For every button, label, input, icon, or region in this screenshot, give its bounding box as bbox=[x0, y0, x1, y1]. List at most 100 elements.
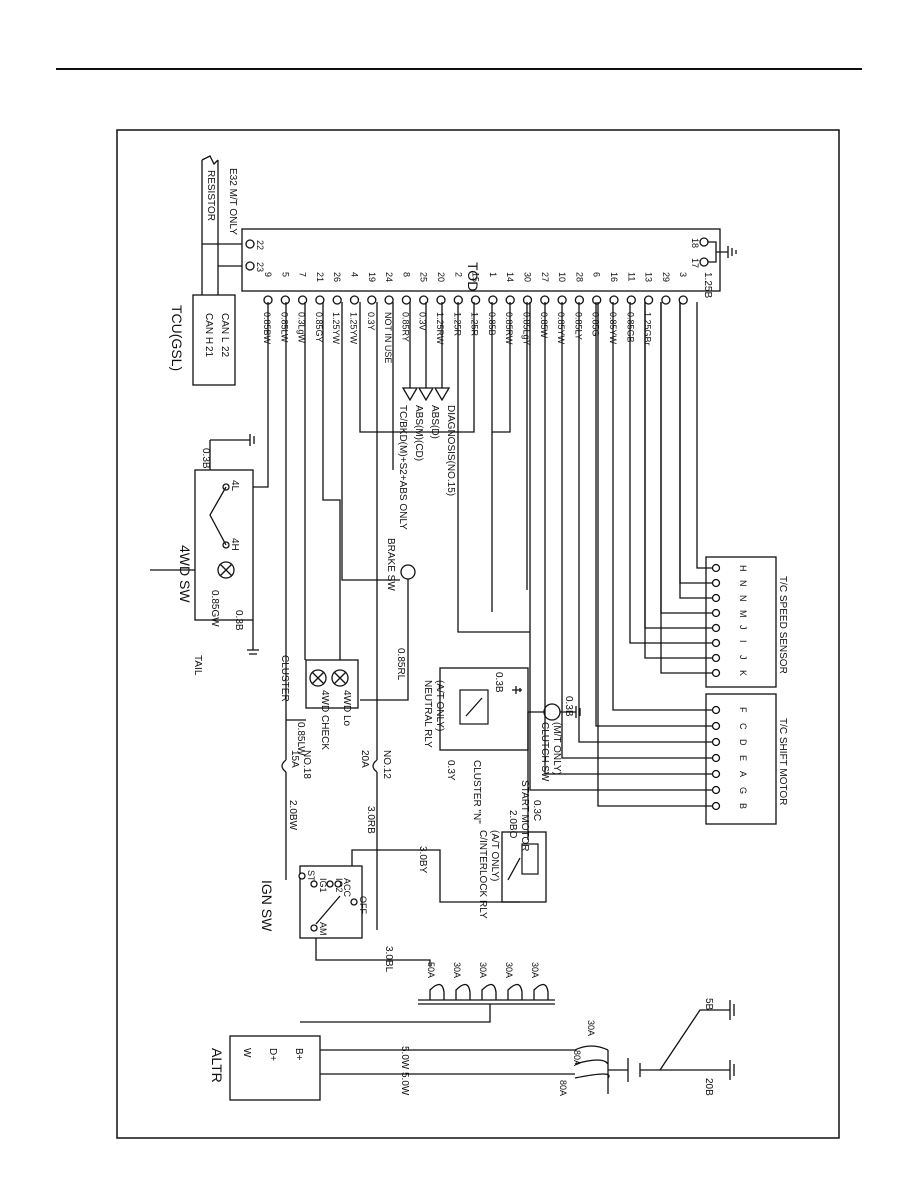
shift-wire-5 bbox=[529, 302, 712, 791]
speed-wire-1 bbox=[679, 302, 712, 584]
neutral-ground-icon bbox=[512, 686, 522, 694]
shift-pin-4 bbox=[711, 769, 721, 779]
fuse20-rating: 20A bbox=[359, 750, 370, 768]
speed-pin-label-3: M bbox=[738, 610, 748, 618]
tod-pin-label-30: 30 bbox=[523, 272, 533, 282]
neutral-rly-coil bbox=[459, 689, 489, 725]
tod-pin-label-4: 4 bbox=[350, 272, 360, 277]
ign-switch: IGN SW STIG1IG2ACCOFFAM 3.0BL 3.0BY bbox=[259, 846, 520, 973]
tod-pin-18 bbox=[699, 237, 709, 247]
tod-pin-label-7: 7 bbox=[298, 272, 308, 277]
ign-pos-ig1 bbox=[310, 880, 318, 888]
ign-pos-label-am: AM bbox=[318, 922, 328, 936]
shift-pin-label-5: G bbox=[738, 787, 748, 794]
interlock-title: C/INTERLOCK RLY bbox=[477, 830, 488, 919]
speed-sensor-box bbox=[705, 556, 777, 688]
tod-wire-13: 1.25GBr bbox=[643, 312, 653, 346]
neutral-ground-wire: 0.3B bbox=[493, 672, 504, 693]
ign-st-wire bbox=[351, 849, 520, 903]
fuse-block-fuse-3 bbox=[507, 983, 523, 1000]
tod-pin-label-13: 13 bbox=[644, 272, 654, 282]
tod-pin-label-3: 3 bbox=[678, 272, 688, 277]
tod-pin-26 bbox=[332, 295, 342, 305]
clutch-wire bbox=[527, 711, 544, 840]
tod-ground-wire: 1.25B bbox=[702, 272, 713, 298]
ign-sw-lever bbox=[315, 895, 341, 925]
speed-wire-7 bbox=[660, 302, 712, 674]
label-abs-d: ABS(D) bbox=[429, 405, 440, 439]
fuse-block-rating-2: 30A bbox=[478, 962, 488, 978]
shift-wire-2 bbox=[578, 302, 712, 743]
fuse-block-rating-4: 30A bbox=[530, 962, 540, 978]
pos-4h: 4H bbox=[229, 538, 240, 551]
speed-pin-label-7: K bbox=[738, 670, 748, 676]
altr-box bbox=[229, 1035, 321, 1101]
switch-ground-top-wire: 0.3B bbox=[200, 448, 211, 469]
clutch-switch-symbol bbox=[543, 703, 561, 721]
diagram-frame bbox=[116, 129, 840, 1139]
main-fuse-rating-2: 30A bbox=[586, 1020, 596, 1036]
tod-wire-20: 1.25RW bbox=[435, 312, 445, 345]
fuse-block-feed bbox=[300, 1004, 491, 1023]
altr-terminal-d: D+ bbox=[267, 1048, 278, 1061]
fuse-block-rating-0: 50A bbox=[426, 962, 436, 978]
tcu-box bbox=[192, 294, 236, 386]
tcu-pin-22: 22 bbox=[219, 346, 230, 358]
lamp-check-cross bbox=[311, 671, 325, 685]
tcu-note: E32 M/T ONLY bbox=[227, 168, 238, 235]
speed-wire-0 bbox=[696, 302, 712, 569]
ign-sw-title: IGN SW bbox=[259, 880, 275, 932]
tod-pin-label-18: 18 bbox=[690, 238, 700, 248]
tod-pin-8 bbox=[401, 295, 412, 305]
tod-wire-10: 0.85YW bbox=[556, 312, 566, 345]
tod-pin-24 bbox=[384, 295, 394, 305]
interlock-note: (A/T ONLY) bbox=[489, 830, 500, 881]
speed-pin-2 bbox=[711, 593, 721, 603]
shift-wire-1 bbox=[595, 302, 712, 727]
wire-pin21 bbox=[322, 302, 341, 660]
speed-wire-3 bbox=[660, 302, 712, 614]
neutral-rly-title: NEUTRAL RLY bbox=[422, 680, 433, 748]
tod-pin-13 bbox=[643, 295, 654, 305]
tod-pin-label-26: 26 bbox=[332, 272, 342, 282]
tod-box bbox=[241, 228, 721, 292]
speed-pin-4 bbox=[711, 623, 721, 633]
speed-pin-5 bbox=[711, 638, 721, 648]
ign-pos-st bbox=[298, 872, 306, 880]
tod-pin-29 bbox=[661, 295, 671, 305]
tod-pin-label-19: 19 bbox=[367, 272, 377, 282]
tod-label: TOD bbox=[465, 262, 481, 291]
ign-wire-a: 3.0BL bbox=[383, 946, 394, 973]
brake-switch-symbol bbox=[400, 564, 416, 580]
start-motor-label: START MOTOR bbox=[519, 780, 530, 852]
resistor-symbol bbox=[201, 155, 219, 166]
neutral-relay: NEUTRAL RLY (A/T ONLY) 0.3Y CLUSTER "N" … bbox=[422, 667, 529, 824]
speed-pin-0 bbox=[711, 563, 721, 573]
tod-pin-11 bbox=[626, 295, 636, 305]
fuse-block-rating-1: 30A bbox=[452, 962, 462, 978]
altr-title: ALTR bbox=[209, 1048, 225, 1083]
lamp2-label: 4WD Lo bbox=[341, 690, 352, 727]
tcu-title: TCU(GSL) bbox=[169, 305, 185, 371]
tcu-pin-can-l: CAN L bbox=[219, 313, 230, 343]
fuse15-name: NO.18 bbox=[301, 750, 312, 779]
speed-wire-5 bbox=[629, 302, 712, 644]
tod-pin-label-9: 9 bbox=[263, 272, 273, 277]
can-wires bbox=[201, 160, 219, 295]
alt-feed-wires bbox=[320, 1049, 575, 1075]
tod-pin-label-29: 29 bbox=[661, 272, 671, 282]
battery-pos-wire: 20B bbox=[703, 1078, 714, 1096]
shift-pin-2 bbox=[711, 737, 721, 747]
brake-out bbox=[360, 579, 409, 701]
shift-pin-label-1: C bbox=[738, 723, 748, 730]
shift-wire-6 bbox=[597, 302, 712, 807]
shift-pin-3 bbox=[711, 753, 721, 763]
main-fuse-2 bbox=[574, 1073, 610, 1079]
main-fuse-1 bbox=[574, 1059, 609, 1065]
tod-pin-label-1: 1 bbox=[488, 272, 498, 277]
cluster-n-label: CLUSTER "N" bbox=[471, 760, 482, 824]
brake-wire: 0.85RL bbox=[395, 648, 406, 681]
